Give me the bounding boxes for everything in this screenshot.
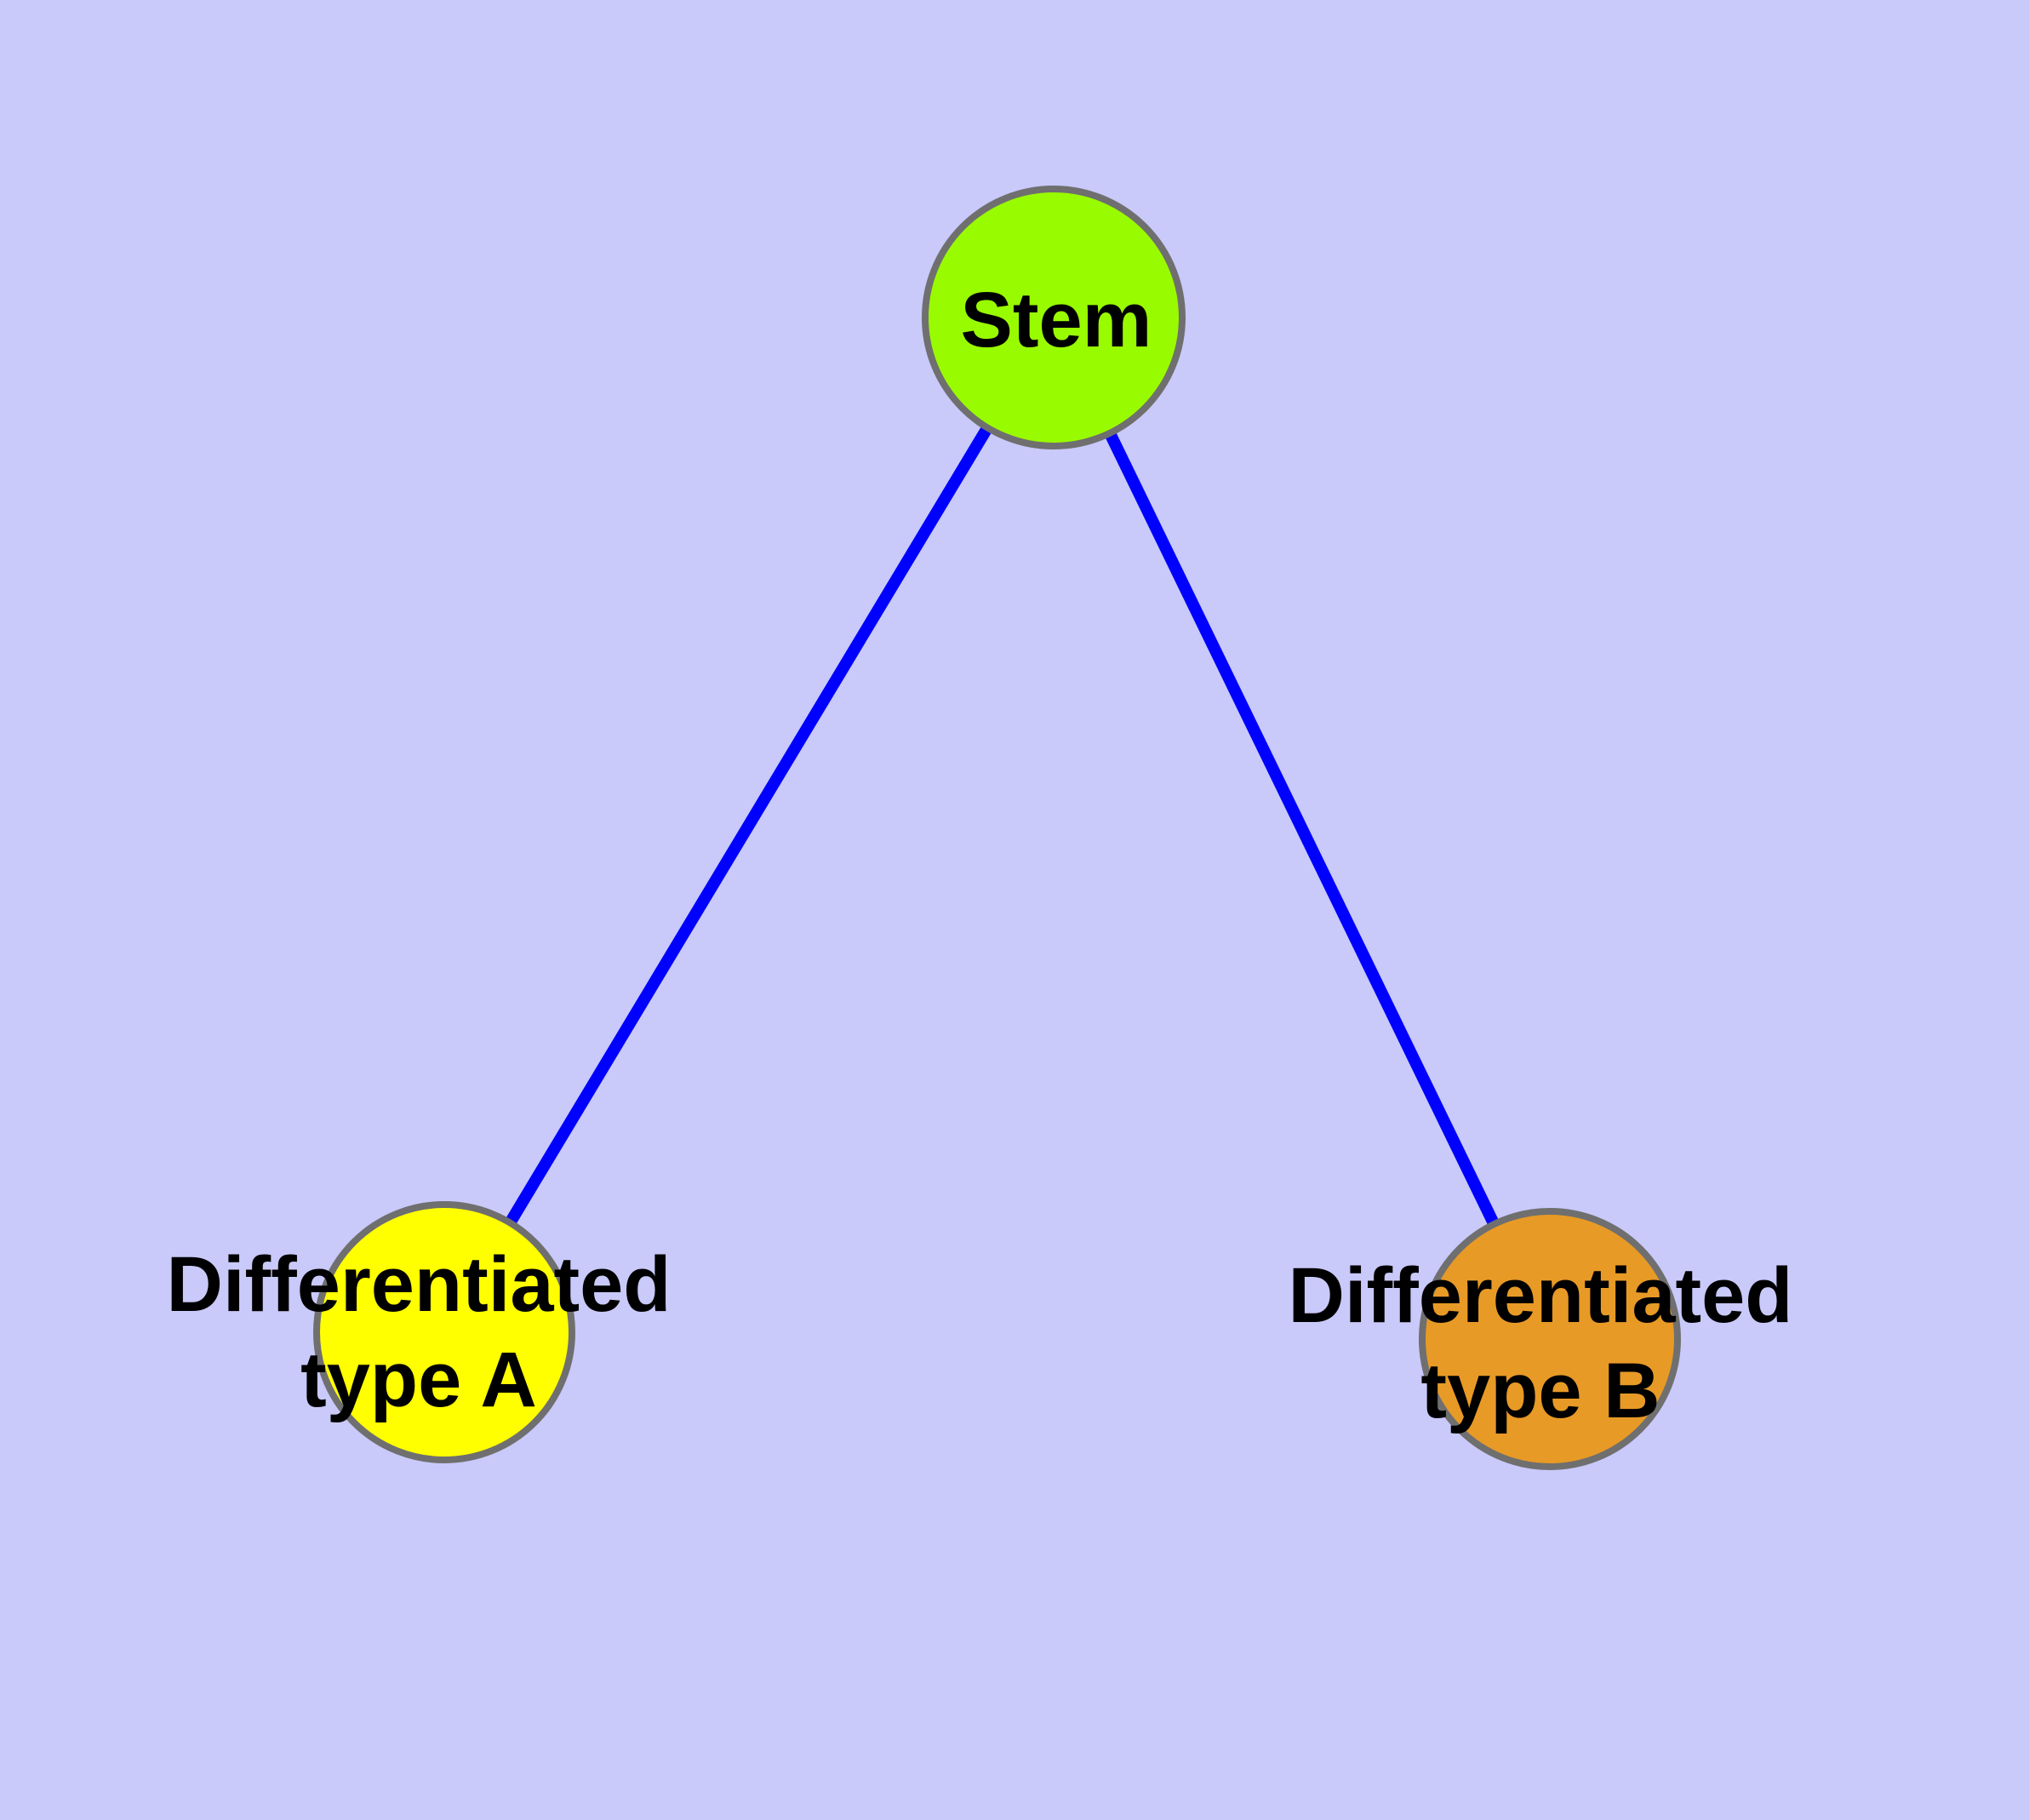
edge-stem-to-type-a <box>438 314 1060 1336</box>
node-stem-circle <box>922 186 1186 449</box>
node-type-b-circle <box>1419 1208 1681 1470</box>
node-type-b-label-line1: Differentiated <box>1289 1252 1793 1339</box>
node-type-a-label-line1: Differentiated <box>167 1241 672 1328</box>
node-stem-label: Stem <box>961 277 1152 363</box>
edge-stem-to-type-b <box>1048 314 1556 1342</box>
node-type-a-circle <box>313 1201 575 1463</box>
node-type-a-label-line2: type A <box>300 1336 537 1423</box>
node-type-b-label-line2: type B <box>1420 1348 1660 1434</box>
